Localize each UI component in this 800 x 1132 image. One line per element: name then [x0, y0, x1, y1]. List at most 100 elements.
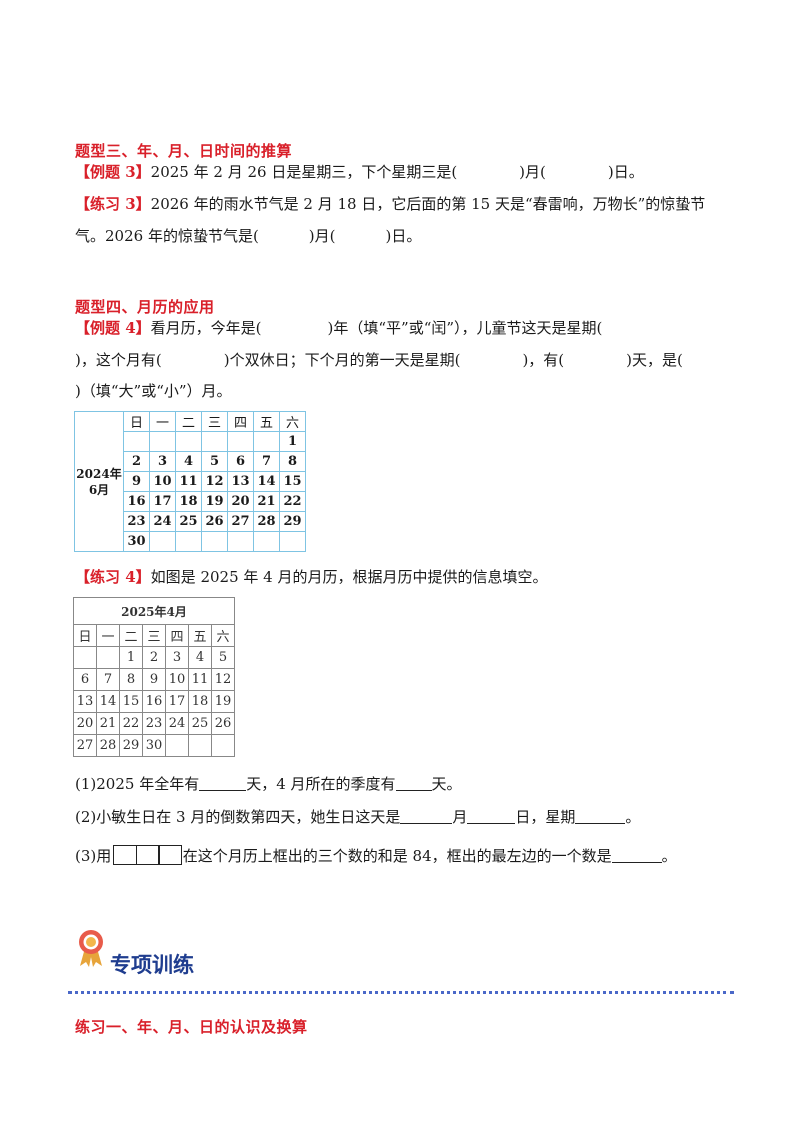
calendar-day-cell: 21: [96, 712, 120, 735]
weekday-header: 五: [188, 624, 212, 647]
example-3: 【例题 3】2025 年 2 月 26 日是星期三，下个星期三是()月()日。: [75, 161, 644, 183]
dotted-divider: [68, 991, 734, 994]
calendar-day-cell: 27: [227, 511, 254, 532]
calendar-day-cell: 2: [142, 646, 166, 669]
question-2: (2)小敏生日在 3 月的倒数第四天，她生日这天是月日，星期。: [75, 806, 640, 828]
example-3-text-b: )月(: [519, 163, 546, 181]
calendar-day-cell: [188, 734, 212, 757]
answer-blank[interactable]: [400, 808, 453, 824]
calendar-day-cell: [253, 531, 280, 552]
calendar-day-cell: 5: [201, 451, 228, 472]
weekday-header: 四: [165, 624, 189, 647]
practice-3-text-c: )日。: [385, 227, 422, 245]
calendar-day-cell: [211, 734, 235, 757]
calendar-day-cell: 15: [119, 690, 143, 713]
question-1: (1)2025 年全年有 天，4 月所在的季度有 天。: [75, 773, 462, 795]
calendar-day-cell: 8: [279, 451, 306, 472]
calendar-day-cell: 14: [253, 471, 280, 492]
calendar-day-cell: 4: [188, 646, 212, 669]
calendar-day-cell: 25: [175, 511, 202, 532]
example-4-line-3: )（填“大”或“小”）月。: [75, 382, 232, 400]
calendar-day-cell: 12: [201, 471, 228, 492]
answer-blank[interactable]: [395, 775, 432, 791]
calendar-day-cell: 29: [279, 511, 306, 532]
calendar-day-cell: 27: [73, 734, 97, 757]
calendar-day-cell: [149, 531, 176, 552]
calendar-day-cell: 7: [253, 451, 280, 472]
question-1-text-b: 天，4 月所在的季度有: [246, 775, 396, 793]
weekday-header: 四: [227, 411, 254, 432]
calendar-day-cell: 23: [142, 712, 166, 735]
calendar-day-cell: [73, 646, 97, 669]
weekday-header: 日: [123, 411, 150, 432]
calendar-month-label: 6月: [88, 482, 110, 497]
calendar-day-cell: [227, 431, 254, 452]
training-title: 专项训练: [110, 953, 194, 977]
calendar-day-cell: 25: [188, 712, 212, 735]
calendar-day-cell: 13: [227, 471, 254, 492]
calendar-day-cell: 20: [73, 712, 97, 735]
question-1-text-a: (1)2025 年全年有: [75, 775, 200, 793]
calendar-day-cell: 26: [201, 511, 228, 532]
calendar-day-cell: 19: [211, 690, 235, 713]
calendar-day-cell: 16: [123, 491, 150, 512]
calendar-day-cell: [201, 531, 228, 552]
calendar-day-cell: 17: [165, 690, 189, 713]
calendar-day-cell: [279, 531, 306, 552]
calendar-day-cell: 17: [149, 491, 176, 512]
calendar-day-cell: 13: [73, 690, 97, 713]
calendar-day-cell: 6: [73, 668, 97, 691]
answer-blank[interactable]: [467, 808, 516, 824]
question-1-text-c: 天。: [431, 775, 462, 793]
calendar-day-cell: 30: [142, 734, 166, 757]
practice-4-tag: 【练习 4】: [75, 568, 151, 586]
calendar-day-cell: [175, 431, 202, 452]
question-3: (3)用在这个月历上框出的三个数的和是 84，框出的最左边的一个数是。: [75, 845, 677, 871]
calendar-day-cell: 26: [211, 712, 235, 735]
calendar-day-cell: 22: [119, 712, 143, 735]
calendar-weekday-row: 日一二三四五六: [73, 624, 235, 647]
calendar-title: 2025年4月: [73, 597, 235, 625]
practice-3-text: 2026 年的雨水节气是 2 月 18 日，它后面的第 15 天是“春雷响，万物…: [150, 195, 706, 213]
calendar-day-cell: [149, 431, 176, 452]
example-4-text-d: )个双休日；下个月的第一天是星期(: [223, 351, 461, 369]
calendar-week-row: 30: [75, 531, 306, 552]
calendar-day-cell: 20: [227, 491, 254, 512]
practice-3-text-b: )月(: [308, 227, 336, 245]
question-3-text-b: 在这个月历上框出的三个数的和是 84，框出的最左边的一个数是: [182, 847, 612, 865]
calendar-day-cell: 7: [96, 668, 120, 691]
calendar-day-cell: 28: [96, 734, 120, 757]
example-3-text-a: 2025 年 2 月 26 日是星期三，下个星期三是(: [150, 163, 458, 181]
answer-blank[interactable]: [575, 808, 626, 824]
section-heading-3: 题型三、年、月、日时间的推算: [75, 142, 293, 160]
calendar-day-cell: [201, 431, 228, 452]
calendar-day-cell: 19: [201, 491, 228, 512]
calendar-day-cell: [165, 734, 189, 757]
answer-blank[interactable]: [611, 847, 662, 863]
weekday-header: 日: [73, 624, 97, 647]
calendar-day-cell: 24: [149, 511, 176, 532]
answer-blank[interactable]: [199, 775, 247, 791]
calendar-day-cell: 5: [211, 646, 235, 669]
example-3-text-c: )日。: [607, 163, 644, 181]
calendar-day-cell: 11: [175, 471, 202, 492]
calendar-day-cell: 24: [165, 712, 189, 735]
weekday-header: 三: [201, 411, 228, 432]
example-4-text-c: )，这个月有(: [75, 351, 162, 369]
weekday-header: 六: [279, 411, 306, 432]
example-4-text-e: )，有(: [522, 351, 565, 369]
weekday-header: 二: [119, 624, 143, 647]
calendar-day-cell: 10: [149, 471, 176, 492]
calendar-day-cell: 15: [279, 471, 306, 492]
calendar-day-cell: 1: [279, 431, 306, 452]
